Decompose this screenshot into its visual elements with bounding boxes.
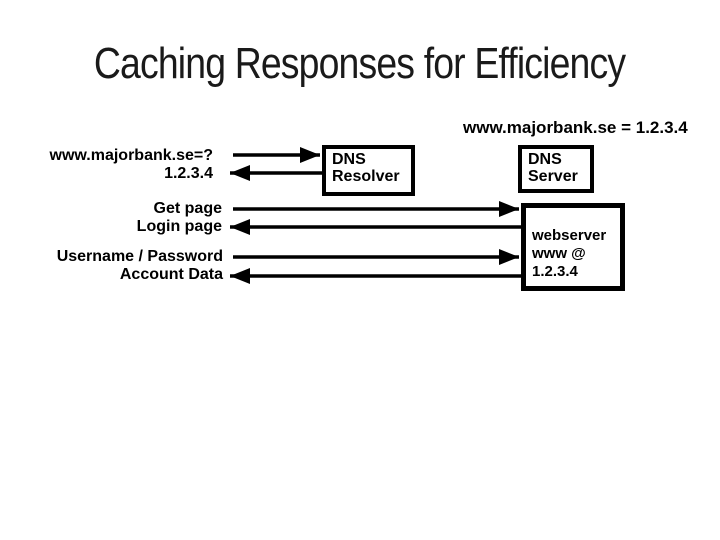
login-page-text: Login page [136,218,222,235]
dns-resolver-box: DNS Resolver [322,145,415,196]
slide-title: Caching Responses for Efficiency [0,40,720,88]
slide-title-text: Caching Responses for Efficiency [94,39,626,88]
dns-cache-annotation: www.majorbank.se = 1.2.3.4 [463,118,688,137]
dns-query-text: www.majorbank.se=? [49,147,213,164]
webserver-line2: www @ [532,245,586,262]
dns-query-label-block: www.majorbank.se=? 1.2.3.4 [50,147,213,183]
dns-server-box: DNS Server [518,145,594,193]
dns-resolver-line2: Resolver [332,168,400,185]
dns-response-text: 1.2.3.4 [164,165,213,182]
webserver-box: webserver www @ 1.2.3.4 [521,203,625,291]
account-data-text: Account Data [119,266,223,283]
page-exchange-label-block: Get page Login page [137,200,222,236]
dns-resolver-line1: DNS [332,151,366,168]
webserver-line1: webserver [532,227,607,244]
dns-server-line2: Server [528,168,578,185]
credentials-exchange-label-block: Username / Password Account Data [57,248,223,284]
username-password-text: Username / Password [56,248,223,265]
webserver-line3: 1.2.3.4 [532,263,578,280]
dns-server-line1: DNS [528,151,562,168]
get-page-text: Get page [153,200,222,217]
